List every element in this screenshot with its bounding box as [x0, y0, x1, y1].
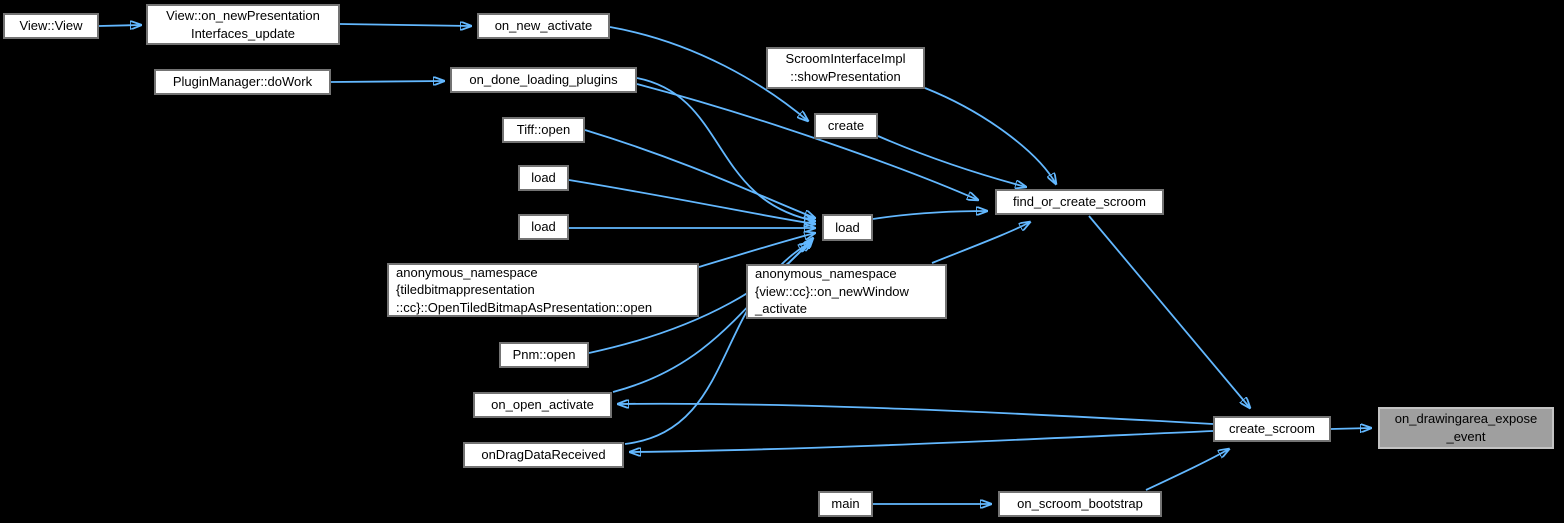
- edge-view-view-to-on-new-presentation: [98, 25, 141, 26]
- node-create-scroom[interactable]: create_scroom: [1213, 416, 1331, 442]
- node-anon-tiledbitmap-open[interactable]: anonymous_namespace {tiledbitmappresenta…: [387, 263, 699, 317]
- node-on-done-loading-plugins[interactable]: on_done_loading_plugins: [450, 67, 637, 93]
- node-load-mid[interactable]: load: [822, 214, 873, 241]
- edge-create-scroom-to-on-drawingarea-expose-event: [1330, 428, 1371, 429]
- node-on-drawingarea-expose-event: on_drawingarea_expose _event: [1378, 407, 1554, 449]
- edge-create-to-find-or-create-scroom: [877, 135, 1026, 187]
- node-view-on-new-presentation-interfaces-update[interactable]: View::on_newPresentation Interfaces_upda…: [146, 4, 340, 45]
- node-main[interactable]: main: [818, 491, 873, 517]
- node-plugin-manager-do-work[interactable]: PluginManager::doWork: [154, 69, 331, 95]
- edge-load-to-find-or-create-scroom: [872, 211, 987, 220]
- node-load-second[interactable]: load: [518, 214, 569, 240]
- node-pnm-open[interactable]: Pnm::open: [499, 342, 589, 368]
- node-anon-view-on-new-window-activate[interactable]: anonymous_namespace {view::cc}::on_newWi…: [746, 264, 947, 319]
- edge-on-new-presentation-to-on-new-activate: [339, 24, 471, 26]
- node-tiff-open[interactable]: Tiff::open: [502, 117, 585, 143]
- edge-on-done-loading-plugins-to-find-or-create-scroom: [636, 83, 978, 200]
- node-on-open-activate[interactable]: on_open_activate: [473, 392, 612, 418]
- node-create[interactable]: create: [814, 113, 878, 139]
- node-find-or-create-scroom[interactable]: find_or_create_scroom: [995, 189, 1164, 215]
- edge-on-done-loading-plugins-to-load: [636, 77, 815, 221]
- edge-on-scroom-bootstrap-to-create-scroom: [1145, 449, 1229, 491]
- node-on-new-activate[interactable]: on_new_activate: [477, 13, 610, 39]
- edge-on-new-window-activate-to-find-or-create-scroom: [931, 222, 1030, 264]
- edge-create-scroom-to-on-open-activate: [618, 404, 1214, 425]
- edge-on-new-activate-to-create: [609, 26, 808, 121]
- edge-tiff-open-to-load: [584, 129, 815, 218]
- edge-do-work-to-on-done-loading-plugins: [330, 81, 444, 82]
- node-load-top[interactable]: load: [518, 165, 569, 191]
- edge-create-scroom-to-on-drag-data-received: [630, 430, 1214, 452]
- edge-load-top-to-load: [568, 179, 815, 224]
- node-scroom-interface-impl-show-presentation[interactable]: ScroomInterfaceImpl ::showPresentation: [766, 47, 925, 89]
- node-on-drag-data-received[interactable]: onDragDataReceived: [463, 442, 624, 468]
- node-view-view[interactable]: View::View: [3, 13, 99, 39]
- edge-find-or-create-scroom-to-create-scroom: [1088, 215, 1250, 408]
- node-on-scroom-bootstrap[interactable]: on_scroom_bootstrap: [998, 491, 1162, 517]
- edge-show-presentation-to-find-or-create-scroom: [924, 87, 1056, 184]
